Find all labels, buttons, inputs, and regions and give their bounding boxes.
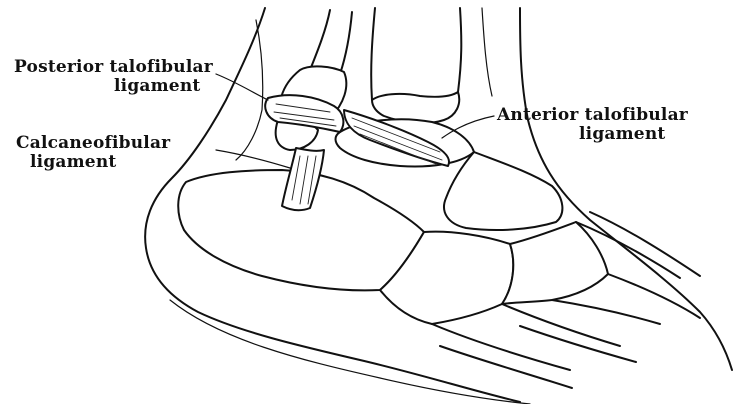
tibia-malleolus bbox=[372, 92, 459, 123]
label-posterior-line-2: ligament bbox=[14, 77, 213, 96]
label-calcaneofibular: Calcaneofibular ligament bbox=[16, 134, 170, 172]
label-calcaneofibular-line-2: ligament bbox=[16, 153, 170, 172]
tibia-bone bbox=[371, 8, 461, 100]
extensor-tendon bbox=[482, 8, 492, 96]
label-posterior-talofibular: Posterior talofibular ligament bbox=[14, 58, 213, 96]
label-calcaneofibular-line-1: Calcaneofibular bbox=[16, 134, 170, 153]
skin-outline-sole bbox=[170, 300, 530, 404]
metatarsal-bone-1 bbox=[432, 324, 572, 388]
fibula-bone bbox=[310, 10, 352, 74]
leader-line-calcaneofibular bbox=[216, 150, 290, 168]
label-anterior-line-1: Anterior talofibular bbox=[497, 106, 688, 125]
label-posterior-line-1: Posterior talofibular bbox=[14, 58, 213, 77]
cuneiform-bone bbox=[502, 222, 608, 304]
label-anterior-line-2: ligament bbox=[497, 125, 688, 144]
label-anterior-talofibular: Anterior talofibular ligament bbox=[497, 106, 688, 144]
leader-line-posterior bbox=[216, 74, 268, 100]
